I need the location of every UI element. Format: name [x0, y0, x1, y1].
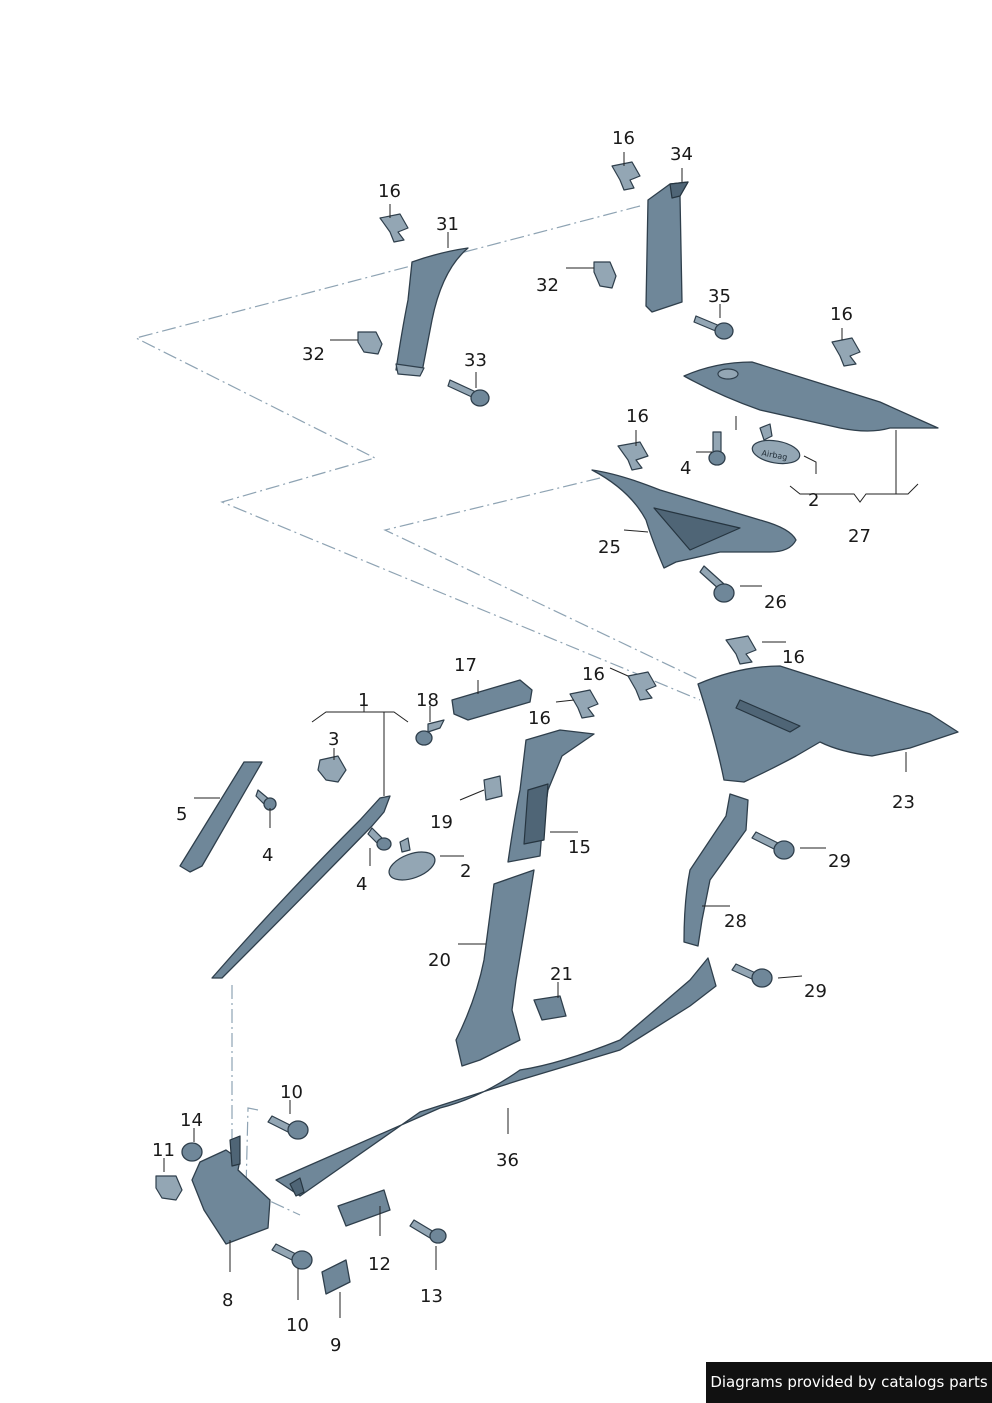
clip-16-icon — [831, 337, 861, 367]
clip-32-icon — [357, 331, 383, 355]
assembly-lines — [134, 205, 701, 1216]
screw-4-icon — [708, 431, 726, 466]
screw-4-icon — [367, 827, 392, 851]
sill-trim-panel — [275, 957, 717, 1197]
a-pillar-lower-trim — [211, 795, 391, 979]
callout-2: 2 — [808, 490, 819, 511]
callout-29: 29 — [804, 981, 827, 1002]
callout-34: 34 — [670, 144, 693, 165]
callout-16: 16 — [582, 664, 605, 685]
callout-23: 23 — [892, 792, 915, 813]
callout-26: 26 — [764, 592, 787, 613]
clip-16-icon — [617, 441, 649, 471]
clip-16-icon — [725, 635, 757, 665]
callout-5: 5 — [176, 804, 187, 825]
clip-16-icon — [569, 689, 599, 719]
a-pillar-trim — [395, 247, 469, 377]
callout-1: 1 — [358, 690, 369, 711]
screw-10-icon — [267, 1115, 309, 1140]
callout-29: 29 — [828, 851, 851, 872]
clip-32-icon — [593, 261, 617, 289]
callout-32: 32 — [536, 275, 559, 296]
airbag-badge-lower — [388, 837, 436, 881]
callout-15: 15 — [568, 837, 591, 858]
clip-16-icon — [627, 671, 657, 701]
screw-4-icon — [255, 789, 277, 811]
end-cap-8 — [191, 1135, 271, 1245]
callout-16: 16 — [612, 128, 635, 149]
callout-19: 19 — [430, 812, 453, 833]
screw-10-icon — [271, 1243, 313, 1270]
callout-17: 17 — [454, 655, 477, 676]
callout-31: 31 — [436, 214, 459, 235]
callout-16: 16 — [626, 406, 649, 427]
clip-11-icon — [155, 1175, 183, 1201]
clip-16-icon — [611, 161, 641, 191]
screw-18-icon — [415, 719, 445, 746]
callout-28: 28 — [724, 911, 747, 932]
callout-9: 9 — [330, 1335, 341, 1356]
airbag-label: Airbag — [761, 449, 788, 462]
b-pillar-middle-trim — [507, 729, 595, 863]
callout-16: 16 — [830, 304, 853, 325]
callout-11: 11 — [152, 1140, 175, 1161]
handle-17-icon — [451, 679, 533, 721]
screw-29-icon — [751, 831, 795, 860]
callout-12: 12 — [368, 1254, 391, 1275]
clip-12-icon — [337, 1189, 391, 1227]
clip-19-icon — [483, 775, 503, 801]
leader-lines — [163, 152, 919, 1318]
b-pillar-lower-trim — [455, 869, 535, 1067]
callout-25: 25 — [598, 537, 621, 558]
rear-quarter-trim — [697, 665, 959, 783]
airbag-badge: Airbag — [751, 423, 801, 465]
callouts: 16 34 16 31 32 35 16 32 33 16 4 2 27 25 … — [152, 128, 915, 1356]
c-pillar-lower-trim — [683, 793, 749, 947]
callout-27: 27 — [848, 526, 871, 547]
clip-16-icon — [379, 213, 409, 243]
cap-9-icon — [321, 1259, 351, 1295]
credit-banner: Diagrams provided by catalogs parts — [706, 1362, 992, 1403]
callout-35: 35 — [708, 286, 731, 307]
screw-33-icon — [447, 379, 490, 407]
callout-10: 10 — [280, 1082, 303, 1103]
callout-10: 10 — [286, 1315, 309, 1336]
callout-4: 4 — [262, 845, 273, 866]
callout-4: 4 — [680, 458, 691, 479]
quarter-window-trim — [591, 469, 797, 569]
callout-4: 4 — [356, 874, 367, 895]
callout-21: 21 — [550, 964, 573, 985]
screw-13-icon — [409, 1219, 447, 1244]
nut-14-icon — [181, 1142, 203, 1162]
callout-3: 3 — [328, 729, 339, 750]
screw-26-icon — [699, 565, 735, 603]
callout-20: 20 — [428, 950, 451, 971]
trim-bracket-5 — [179, 761, 263, 873]
callout-32: 32 — [302, 344, 325, 365]
callout-16: 16 — [378, 181, 401, 202]
b-pillar-upper-trim — [645, 181, 689, 313]
callout-8: 8 — [222, 1290, 233, 1311]
screw-29-icon — [731, 963, 773, 988]
callout-18: 18 — [416, 690, 439, 711]
callout-16: 16 — [782, 647, 805, 668]
callout-36: 36 — [496, 1150, 519, 1171]
callout-33: 33 — [464, 350, 487, 371]
callout-13: 13 — [420, 1286, 443, 1307]
callout-14: 14 — [180, 1110, 203, 1131]
screw-35-icon — [693, 315, 734, 340]
callout-16: 16 — [528, 708, 551, 729]
clip-3-icon — [317, 755, 347, 783]
roof-frame-trim — [683, 361, 939, 432]
callout-2: 2 — [460, 861, 471, 882]
clip-21-icon — [533, 995, 567, 1021]
